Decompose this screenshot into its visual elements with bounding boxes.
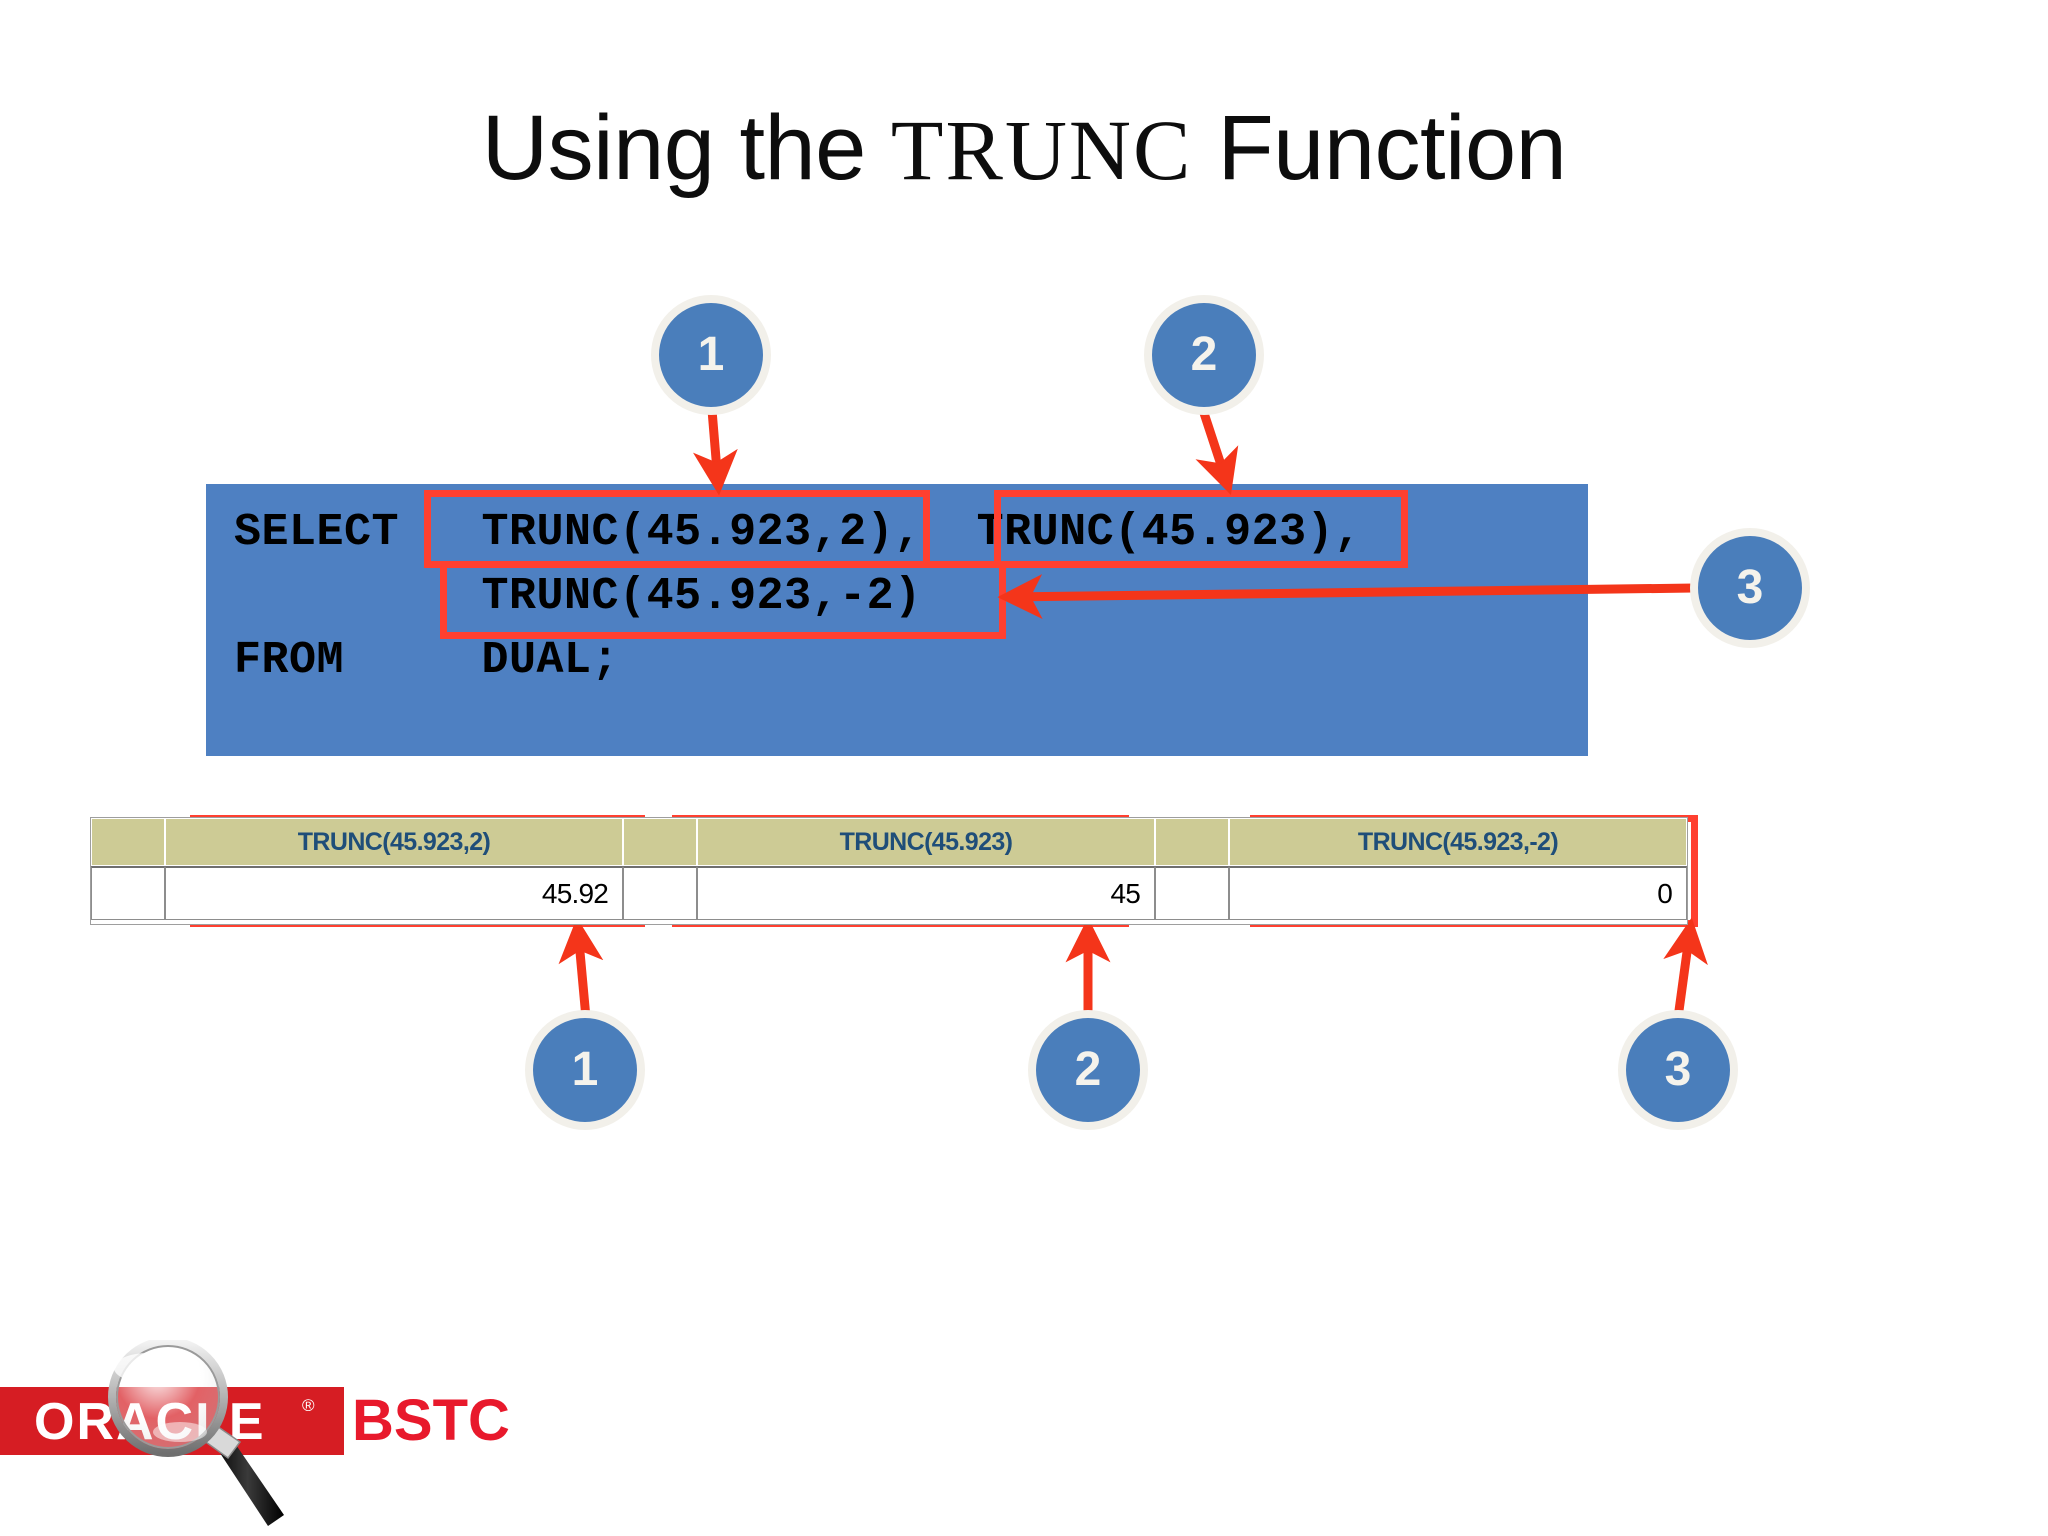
code-highlight-1 — [424, 490, 930, 568]
arrow-top-2 — [1195, 408, 1239, 495]
grid-data-row: 45.92 45 0 — [91, 866, 1687, 920]
code-highlight-2 — [994, 490, 1408, 568]
grid-header-spacer-3 — [1155, 818, 1229, 866]
grid-header-cell-1[interactable]: TRUNC(45.923,2) — [165, 818, 623, 866]
arrow-bottom-1 — [558, 917, 604, 1019]
page-title: Using the TRUNC Function — [0, 100, 2048, 197]
grid-header-spacer-2 — [623, 818, 697, 866]
callout-bottom-1[interactable]: 1 — [533, 1018, 637, 1122]
callout-bottom-3[interactable]: 3 — [1626, 1018, 1730, 1122]
grid-header-spacer-1 — [91, 818, 165, 866]
grid-data-group-3: 0 — [1229, 866, 1687, 920]
callout-top-3[interactable]: 3 — [1698, 536, 1802, 640]
sql-code-text: SELECT TRUNC(45.923,2), TRUNC(45.923), T… — [234, 507, 1362, 686]
query-result-grid: TRUNC(45.923,2) TRUNC(45.923) TRUNC(45.9… — [90, 817, 1688, 925]
sql-code-block: SELECT TRUNC(45.923,2), TRUNC(45.923), T… — [206, 484, 1588, 756]
registered-trademark-icon: ® — [302, 1396, 315, 1415]
grid-data-cell-2[interactable]: 45 — [697, 866, 1155, 920]
page-title-function-name: TRUNC — [890, 102, 1193, 198]
callout-top-3-label: 3 — [1736, 561, 1764, 614]
grid-data-spacer-1 — [91, 866, 165, 920]
grid-data-cell-3[interactable]: 0 — [1229, 866, 1687, 920]
grid-col-group-3: TRUNC(45.923,-2) — [1229, 818, 1687, 866]
callout-top-2-label: 2 — [1190, 328, 1218, 381]
callout-bottom-3-label: 3 — [1664, 1043, 1692, 1096]
grid-data-spacer-3 — [1155, 866, 1229, 920]
callout-bottom-1-label: 1 — [571, 1043, 599, 1096]
arrow-bottom-3 — [1663, 917, 1708, 1019]
callout-bottom-2[interactable]: 2 — [1036, 1018, 1140, 1122]
grid-header-row: TRUNC(45.923,2) TRUNC(45.923) TRUNC(45.9… — [91, 818, 1687, 866]
grid-data-spacer-2 — [623, 866, 697, 920]
callout-bottom-2-label: 2 — [1074, 1043, 1102, 1096]
page-title-suffix: Function — [1192, 97, 1567, 199]
callout-top-1[interactable]: 1 — [659, 303, 763, 407]
page-title-prefix: Using the — [481, 97, 891, 199]
callout-top-2[interactable]: 2 — [1152, 303, 1256, 407]
grid-header-cell-2[interactable]: TRUNC(45.923) — [697, 818, 1155, 866]
code-highlight-3 — [440, 561, 1006, 639]
grid-header-cell-3[interactable]: TRUNC(45.923,-2) — [1229, 818, 1687, 866]
oracle-wordmark: ORACLE — [34, 1393, 266, 1451]
arrow-top-1 — [692, 409, 738, 496]
grid-data-cell-1[interactable]: 45.92 — [165, 866, 623, 920]
grid-data-group-2: 45 — [697, 866, 1155, 920]
callout-top-1-label: 1 — [697, 328, 725, 381]
grid-data-group-1: 45.92 — [165, 866, 623, 920]
grid-col-group-1: TRUNC(45.923,2) — [165, 818, 623, 866]
grid-col-group-2: TRUNC(45.923) — [697, 818, 1155, 866]
bstc-label: BSTC — [352, 1388, 510, 1453]
